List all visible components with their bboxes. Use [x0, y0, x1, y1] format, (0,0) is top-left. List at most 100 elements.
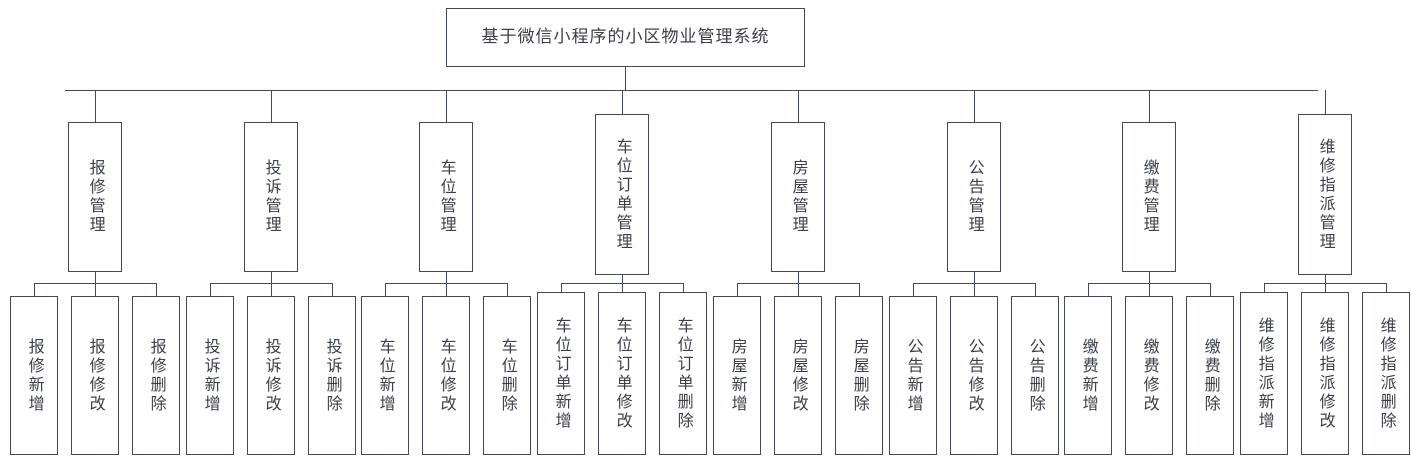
action-node-label: 维修指派删除	[1377, 316, 1395, 431]
action-node-6-1[interactable]: 公告新增	[889, 296, 937, 455]
module-node-1[interactable]: 报修管理	[68, 122, 122, 272]
action-node-label: 维修指派新增	[1255, 316, 1273, 431]
action-node-3-3[interactable]: 车位删除	[483, 296, 531, 455]
action-node-label: 车位修改	[437, 337, 455, 414]
level3-drop-connector-3-1	[385, 283, 386, 296]
level2-drop-connector-7	[1149, 90, 1150, 122]
level3-stem-connector-8	[1325, 275, 1326, 283]
level3-drop-connector-2-1	[210, 283, 211, 296]
level3-drop-connector-7-1	[1088, 283, 1089, 296]
action-node-8-2[interactable]: 维修指派修改	[1301, 292, 1349, 455]
level3-stem-connector-4	[622, 275, 623, 283]
level3-stem-connector-2	[271, 272, 272, 283]
level3-drop-connector-1-1	[34, 283, 35, 296]
module-node-label: 报修管理	[86, 159, 104, 235]
module-node-3[interactable]: 车位管理	[419, 122, 473, 272]
module-node-4[interactable]: 车位订单管理	[595, 114, 649, 275]
level3-drop-connector-8-3	[1386, 283, 1387, 292]
action-node-1-2[interactable]: 报修修改	[71, 296, 119, 455]
level2-drop-connector-3	[446, 90, 447, 122]
level2-bus-connector	[65, 90, 1318, 91]
action-node-6-3[interactable]: 公告删除	[1011, 296, 1059, 455]
action-node-6-2[interactable]: 公告修改	[950, 296, 998, 455]
module-node-label: 维修指派管理	[1316, 137, 1334, 252]
action-node-label: 公告新增	[904, 337, 922, 414]
action-node-label: 投诉修改	[262, 337, 280, 414]
action-node-label: 车位新增	[376, 337, 394, 414]
module-node-7[interactable]: 缴费管理	[1122, 122, 1176, 272]
action-node-label: 车位订单删除	[674, 316, 692, 431]
module-node-2[interactable]: 投诉管理	[244, 122, 298, 272]
action-node-7-2[interactable]: 缴费修改	[1125, 296, 1173, 455]
level3-drop-connector-1-3	[156, 283, 157, 296]
level2-drop-connector-5	[798, 90, 799, 122]
action-node-label: 房屋修改	[789, 337, 807, 414]
action-node-label: 公告修改	[965, 337, 983, 414]
action-node-2-1[interactable]: 投诉新增	[186, 296, 234, 455]
action-node-7-1[interactable]: 缴费新增	[1064, 296, 1112, 455]
level3-stem-connector-7	[1149, 272, 1150, 283]
action-node-8-3[interactable]: 维修指派删除	[1362, 292, 1410, 455]
module-node-label: 公告管理	[965, 159, 983, 235]
action-node-1-1[interactable]: 报修新增	[10, 296, 58, 455]
level3-stem-connector-5	[798, 272, 799, 283]
level3-drop-connector-6-1	[913, 283, 914, 296]
action-node-3-2[interactable]: 车位修改	[422, 296, 470, 455]
module-node-label: 投诉管理	[262, 159, 280, 235]
level3-drop-connector-3-2	[446, 283, 447, 296]
level3-drop-connector-8-1	[1264, 283, 1265, 292]
action-node-4-2[interactable]: 车位订单修改	[598, 292, 646, 455]
level3-drop-connector-4-2	[622, 283, 623, 292]
level2-drop-connector-2	[271, 90, 272, 122]
action-node-label: 缴费删除	[1201, 337, 1219, 414]
module-node-8[interactable]: 维修指派管理	[1298, 114, 1352, 275]
action-node-label: 缴费修改	[1140, 337, 1158, 414]
action-node-label: 房屋新增	[728, 337, 746, 414]
action-node-label: 维修指派修改	[1316, 316, 1334, 431]
level3-stem-connector-6	[974, 272, 975, 283]
action-node-label: 缴费新增	[1079, 337, 1097, 414]
module-node-label: 房屋管理	[789, 159, 807, 235]
action-node-5-1[interactable]: 房屋新增	[713, 296, 761, 455]
level3-stem-connector-1	[95, 272, 96, 283]
level3-drop-connector-5-3	[859, 283, 860, 296]
action-node-7-3[interactable]: 缴费删除	[1186, 296, 1234, 455]
level3-drop-connector-2-2	[271, 283, 272, 296]
action-node-label: 投诉新增	[201, 337, 219, 414]
action-node-8-1[interactable]: 维修指派新增	[1240, 292, 1288, 455]
level3-drop-connector-4-3	[683, 283, 684, 292]
root-stem-connector	[625, 67, 626, 90]
module-node-5[interactable]: 房屋管理	[771, 122, 825, 272]
level3-drop-connector-5-2	[798, 283, 799, 296]
action-node-label: 车位订单新增	[552, 316, 570, 431]
level3-drop-connector-1-2	[95, 283, 96, 296]
level3-drop-connector-8-2	[1325, 283, 1326, 292]
action-node-4-3[interactable]: 车位订单删除	[659, 292, 707, 455]
action-node-5-3[interactable]: 房屋删除	[835, 296, 883, 455]
action-node-1-3[interactable]: 报修删除	[132, 296, 180, 455]
action-node-2-3[interactable]: 投诉删除	[308, 296, 356, 455]
action-node-3-1[interactable]: 车位新增	[361, 296, 409, 455]
level3-drop-connector-7-2	[1149, 283, 1150, 296]
level2-drop-connector-8	[1325, 90, 1326, 114]
action-node-4-1[interactable]: 车位订单新增	[537, 292, 585, 455]
action-node-label: 公告删除	[1026, 337, 1044, 414]
level3-drop-connector-5-1	[737, 283, 738, 296]
root-node-label: 基于微信小程序的小区物业管理系统	[481, 27, 770, 47]
module-node-label: 车位管理	[437, 159, 455, 235]
root-node: 基于微信小程序的小区物业管理系统	[446, 8, 805, 67]
action-node-label: 房屋删除	[850, 337, 868, 414]
level2-drop-connector-4	[622, 90, 623, 114]
level3-drop-connector-7-3	[1210, 283, 1211, 296]
level3-drop-connector-3-3	[507, 283, 508, 296]
level3-drop-connector-4-1	[561, 283, 562, 292]
level3-drop-connector-6-2	[974, 283, 975, 296]
action-node-5-2[interactable]: 房屋修改	[774, 296, 822, 455]
module-node-6[interactable]: 公告管理	[947, 122, 1001, 272]
action-node-label: 投诉删除	[323, 337, 341, 414]
action-node-label: 车位删除	[498, 337, 516, 414]
action-node-label: 报修删除	[147, 337, 165, 414]
level2-drop-connector-1	[95, 90, 96, 122]
level3-drop-connector-6-3	[1035, 283, 1036, 296]
action-node-2-2[interactable]: 投诉修改	[247, 296, 295, 455]
